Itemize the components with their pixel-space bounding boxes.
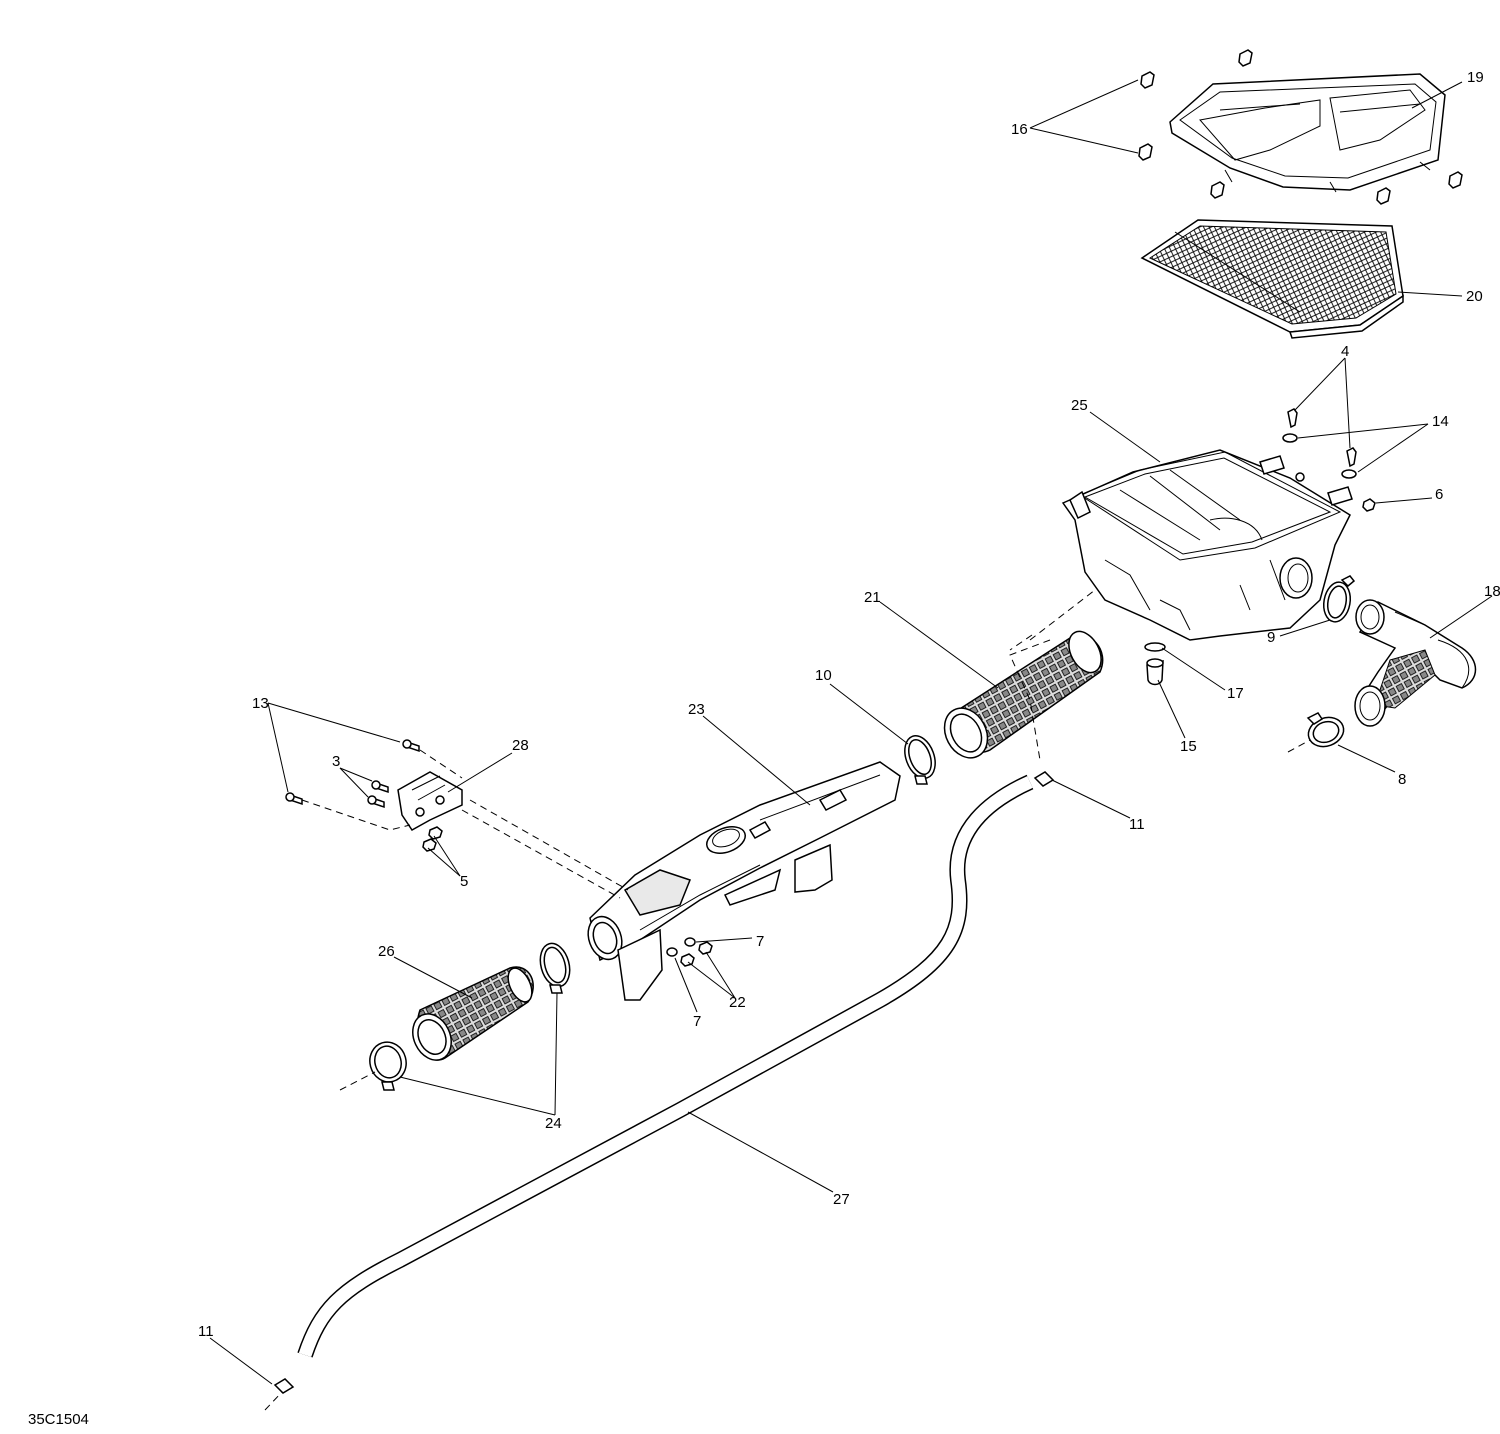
- air-box-base: [1061, 449, 1353, 641]
- hose-clamps: [904, 575, 1356, 785]
- drain-valve: [1144, 642, 1166, 686]
- diagram-code: 35C1504: [28, 1411, 89, 1428]
- callout-22: 22: [729, 994, 746, 1011]
- cover-clips: [1138, 49, 1463, 205]
- callout-28: 28: [512, 737, 529, 754]
- callout-19: 19: [1467, 69, 1484, 86]
- callout-17: 17: [1227, 685, 1244, 702]
- leader-lines: [209, 79, 1493, 1385]
- intake-hose-lower: [412, 966, 534, 1061]
- callout-13: 13: [252, 695, 269, 712]
- elbow-duct: [1354, 599, 1477, 727]
- callout-10: 10: [815, 667, 832, 684]
- callout-15: 15: [1180, 738, 1197, 755]
- intake-tube: [587, 761, 901, 1001]
- callout-6: 6: [1435, 486, 1443, 503]
- callout-9: 9: [1267, 629, 1275, 646]
- callout-24: 24: [545, 1115, 562, 1132]
- callout-25: 25: [1071, 397, 1088, 414]
- callout-21: 21: [864, 589, 881, 606]
- intake-hose-upper: [943, 630, 1104, 759]
- hose-clamps-lower: [369, 942, 571, 1091]
- callout-27: 27: [833, 1191, 850, 1208]
- callout-labels: 16 19 20 4 14 6 25 18 9 17 15 8 21 10 23…: [198, 69, 1500, 1340]
- callout-20: 20: [1466, 288, 1483, 305]
- air-filter: [1140, 219, 1404, 339]
- callout-4: 4: [1341, 343, 1349, 360]
- mounting-bracket: [397, 771, 463, 831]
- screws-washers: [1282, 408, 1376, 512]
- bolts: [285, 739, 443, 852]
- callout-5: 5: [460, 873, 468, 890]
- callout-14: 14: [1432, 413, 1449, 430]
- callout-11-upper: 11: [1129, 816, 1145, 833]
- callout-8: 8: [1398, 771, 1406, 788]
- callout-7-lower: 7: [693, 1013, 701, 1030]
- callout-3: 3: [332, 753, 340, 770]
- callout-26: 26: [378, 943, 395, 960]
- air-box-cover: [1169, 73, 1446, 193]
- callout-16: 16: [1011, 121, 1028, 138]
- callout-11-lower: 11: [198, 1323, 214, 1340]
- callout-23: 23: [688, 701, 705, 718]
- vent-hose: [273, 771, 1055, 1394]
- callout-18: 18: [1484, 583, 1500, 600]
- callout-7-upper: 7: [756, 933, 764, 950]
- nuts-washers: [666, 937, 713, 967]
- alignment-lines: [264, 589, 1311, 1411]
